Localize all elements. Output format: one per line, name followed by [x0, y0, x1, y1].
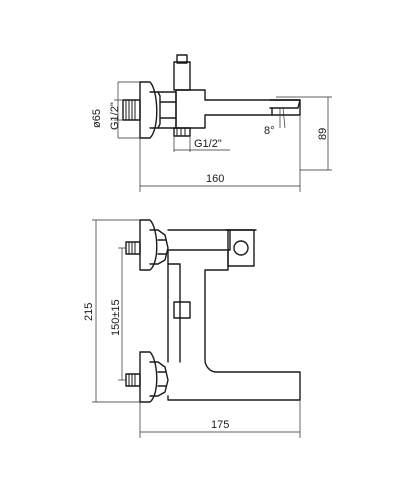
- front-height-label: 215: [83, 303, 95, 321]
- diverter-knob: [173, 61, 191, 91]
- mixer-body: [175, 89, 301, 129]
- lever-handle: [173, 301, 191, 319]
- center-distance-label: 150±15: [110, 299, 122, 336]
- upper-escutcheon: [139, 219, 158, 271]
- front-width-label: 175: [211, 419, 229, 431]
- outlet-thread-stub: [173, 127, 191, 137]
- inlet-hex-nut: [149, 91, 161, 129]
- lower-escutcheon: [139, 351, 158, 403]
- upper-hex-nut: [149, 229, 169, 265]
- lower-hex-nut: [149, 361, 169, 397]
- spout-tip: [269, 99, 301, 109]
- upper-inlet-thread: [125, 241, 141, 255]
- height-label: 89: [317, 128, 329, 140]
- vertical-body: [167, 229, 231, 251]
- wall-flange: [139, 81, 158, 139]
- lower-inlet-thread: [125, 373, 141, 387]
- outlet-thread-label: G1/2": [194, 138, 222, 150]
- side-view: ø65 G1/2" G1/2" 8° 89 160: [91, 54, 332, 192]
- angle-label: 8°: [264, 125, 275, 137]
- inlet-thread-label: G1/2": [109, 102, 121, 130]
- front-diverter-knob: [227, 229, 255, 267]
- diameter-label: ø65: [91, 109, 103, 128]
- front-view: 215 150±15 175: [83, 219, 301, 438]
- depth-label: 160: [206, 173, 224, 185]
